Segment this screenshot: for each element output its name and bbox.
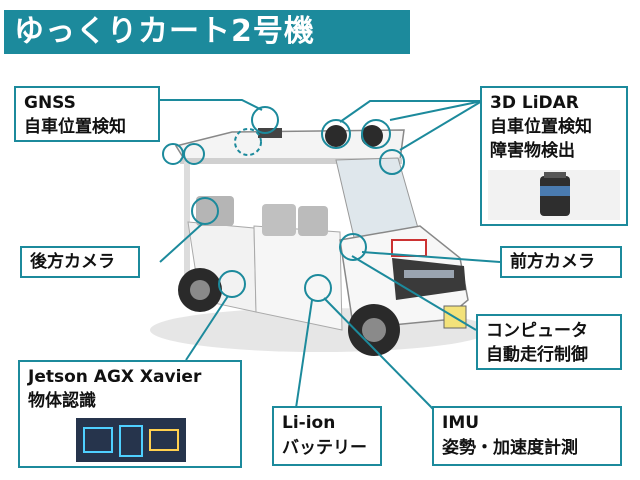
lidar-label: 3D LiDAR 自車位置検知 障害物検出	[480, 86, 628, 226]
front-camera-title: 前方カメラ	[510, 252, 595, 272]
rear-camera-label: 後方カメラ	[20, 246, 140, 278]
jetson-title: Jetson AGX Xavier	[28, 367, 202, 387]
front-camera-label: 前方カメラ	[500, 246, 622, 278]
lidar-desc-obstacle: 障害物検出	[490, 141, 575, 161]
battery-label: Li-ion バッテリー	[272, 406, 382, 466]
computer-label: コンピュータ 自動走行制御	[476, 314, 622, 370]
lidar-title: 3D LiDAR	[490, 93, 579, 113]
imu-desc: 姿勢・加速度計測	[442, 438, 578, 458]
jetson-desc: 物体認識	[28, 391, 96, 411]
battery-title: Li-ion	[282, 413, 336, 433]
rear-camera-title: 後方カメラ	[30, 252, 115, 272]
gnss-title: GNSS	[24, 93, 76, 113]
gnss-label: GNSS 自車位置検知	[14, 86, 160, 142]
lidar-desc-position: 自車位置検知	[490, 117, 592, 137]
lidar-photo	[488, 170, 620, 220]
battery-desc: バッテリー	[282, 438, 367, 458]
imu-title: IMU	[442, 413, 480, 433]
page-title: ゆっくりカート2号機	[4, 10, 410, 54]
jetson-label: Jetson AGX Xavier 物体認識	[18, 360, 242, 468]
gnss-desc: 自車位置検知	[24, 117, 126, 137]
computer-title: コンピュータ	[486, 321, 588, 341]
imu-label: IMU 姿勢・加速度計測	[432, 406, 622, 466]
computer-desc: 自動走行制御	[486, 345, 588, 365]
object-detection-screenshot	[76, 418, 186, 462]
